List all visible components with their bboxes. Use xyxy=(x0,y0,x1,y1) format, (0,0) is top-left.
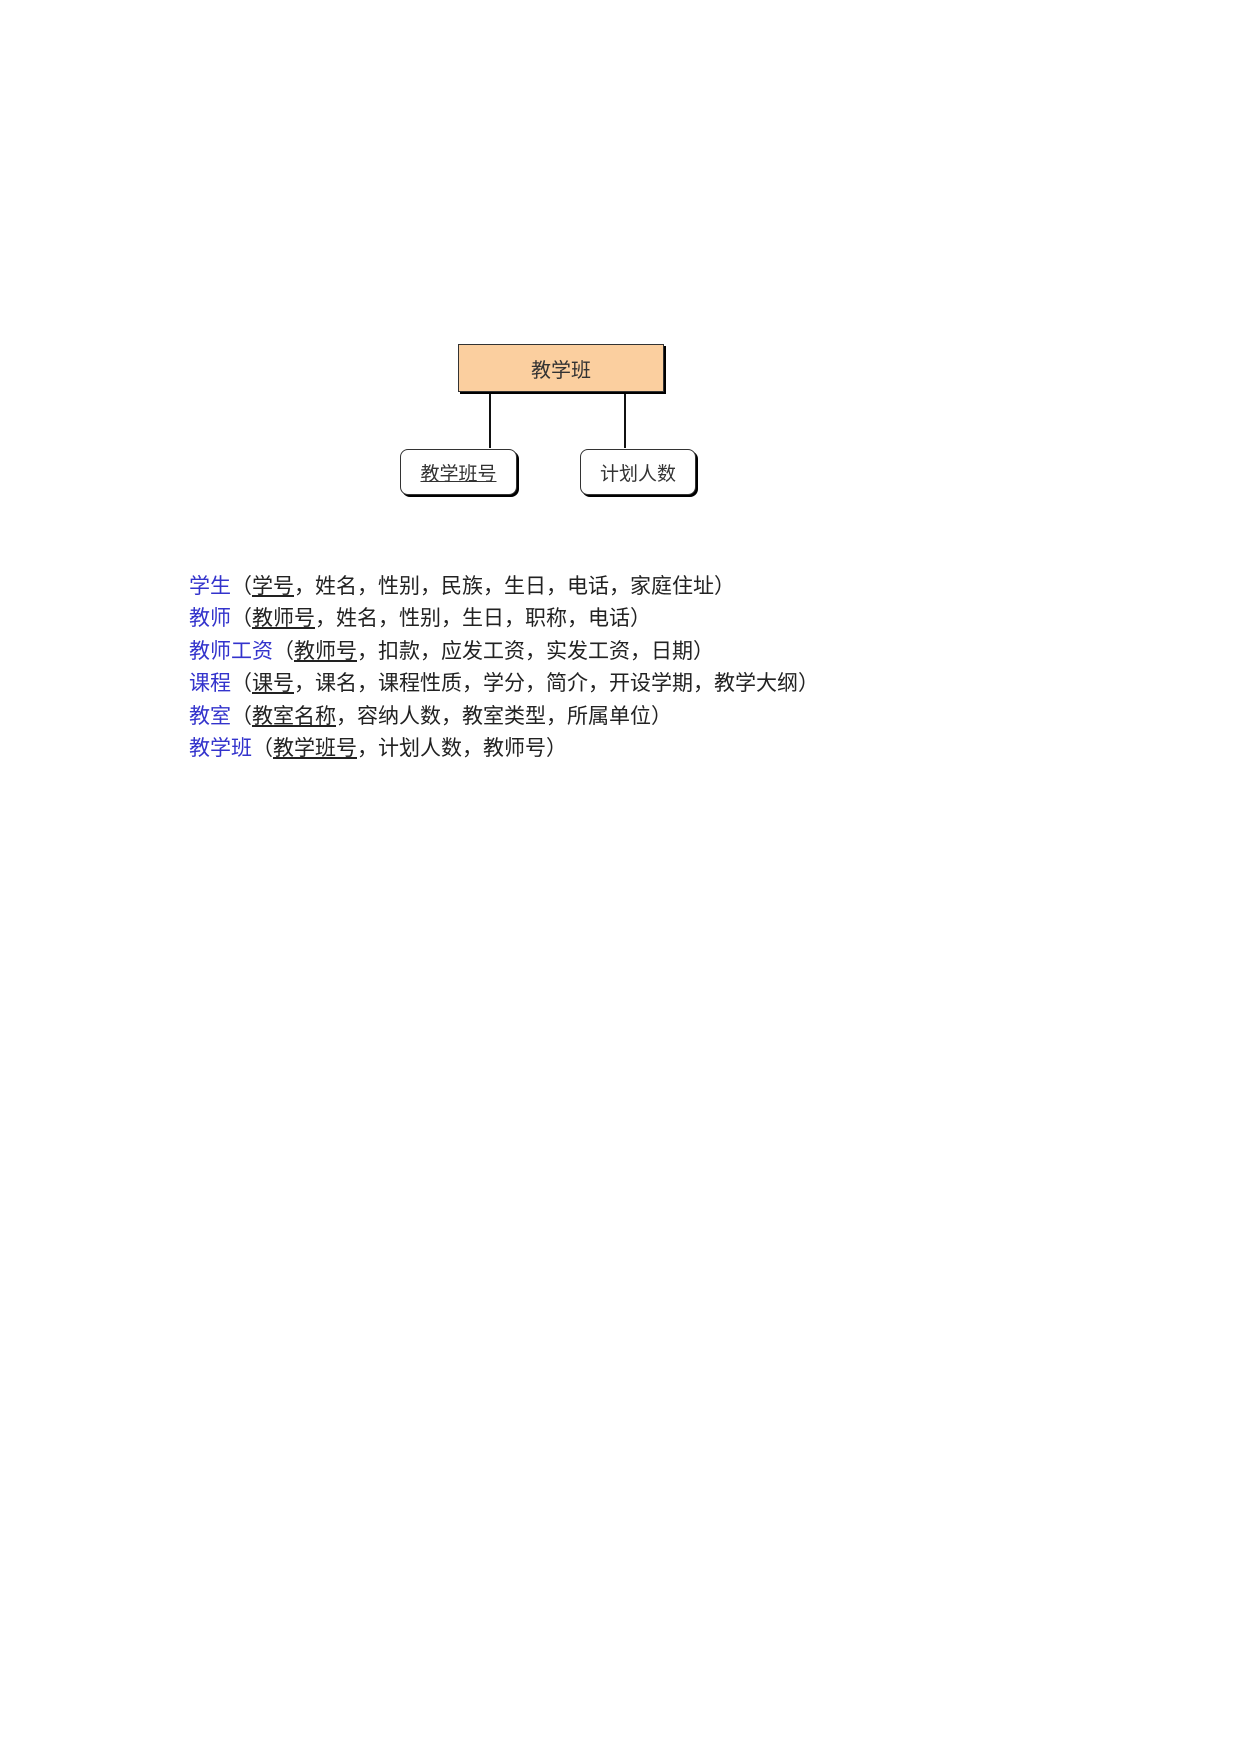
schema-line: 教师工资（教师号，扣款，应发工资，实发工资，日期） xyxy=(189,635,1089,667)
entity-label: 教学班 xyxy=(531,357,591,382)
schema-line: 学生（学号，姓名，性别，民族，生日，电话，家庭住址） xyxy=(189,570,1089,602)
attribute-list: ，姓名，性别，民族，生日，电话，家庭住址） xyxy=(294,574,735,598)
schema-line: 教学班（教学班号，计划人数，教师号） xyxy=(189,732,1089,764)
primary-key: 课号 xyxy=(252,671,294,696)
connector-line xyxy=(489,394,491,448)
relation-name: 教室 xyxy=(189,703,231,728)
schema-line: 课程（课号，课名，课程性质，学分，简介，开设学期，教学大纲） xyxy=(189,667,1089,699)
attribute-list: ，计划人数，教师号） xyxy=(357,735,567,760)
attribute-box: 计划人数 xyxy=(580,449,696,495)
attribute-label: 教学班号 xyxy=(420,462,497,485)
schema-line: 教室（教室名称，容纳人数，教室类型，所属单位） xyxy=(189,700,1089,732)
primary-key: 教室名称 xyxy=(252,703,336,728)
open-paren: （ xyxy=(231,574,252,598)
open-paren: （ xyxy=(231,703,252,728)
open-paren: （ xyxy=(273,638,294,663)
relation-name: 教师工资 xyxy=(189,638,273,663)
attribute-list: ，课名，课程性质，学分，简介，开设学期，教学大纲） xyxy=(294,671,819,696)
er-diagram: 教学班 教学班号 计划人数 xyxy=(0,0,1241,560)
primary-key: 教学班号 xyxy=(273,735,357,760)
attribute-label: 计划人数 xyxy=(599,462,676,485)
attribute-list: ，姓名，性别，生日，职称，电话） xyxy=(315,606,651,631)
entity-box: 教学班 xyxy=(458,344,664,392)
open-paren: （ xyxy=(231,671,252,696)
attribute-list: ，扣款，应发工资，实发工资，日期） xyxy=(357,638,714,663)
attribute-list: ，容纳人数，教室类型，所属单位） xyxy=(336,703,672,728)
connector-line xyxy=(624,394,626,448)
relation-name: 课程 xyxy=(189,671,231,696)
schema-line: 教师（教师号，姓名，性别，生日，职称，电话） xyxy=(189,602,1089,634)
open-paren: （ xyxy=(252,735,273,760)
relation-name: 教师 xyxy=(189,606,231,631)
relation-name: 学生 xyxy=(189,574,231,598)
relation-name: 教学班 xyxy=(189,735,252,760)
attribute-box-primary-key: 教学班号 xyxy=(400,449,517,495)
relational-schema-list: 学生（学号，姓名，性别，民族，生日，电话，家庭住址） 教师（教师号，姓名，性别，… xyxy=(189,570,1089,764)
primary-key: 学号 xyxy=(252,574,294,598)
primary-key: 教师号 xyxy=(294,638,357,663)
primary-key: 教师号 xyxy=(252,606,315,631)
open-paren: （ xyxy=(231,606,252,631)
